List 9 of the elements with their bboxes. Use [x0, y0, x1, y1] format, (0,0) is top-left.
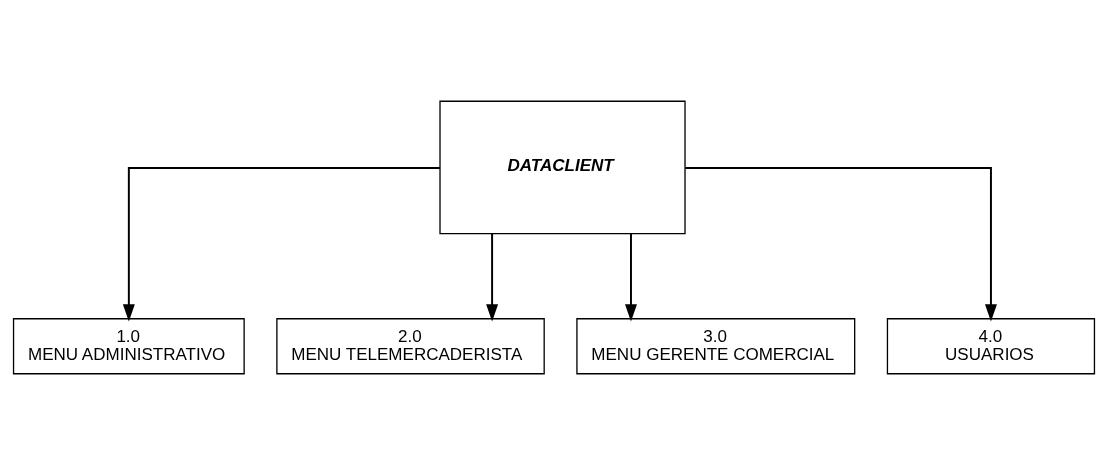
arrow	[625, 232, 637, 321]
arrow	[486, 232, 499, 321]
node-box: DATACLIENT	[439, 100, 686, 234]
node-box: 3.0 MENU GERENTE COMERCIAL	[576, 317, 856, 374]
node-box: 2.0 MENU TELEMERCADERISTA	[276, 317, 545, 374]
arrow	[122, 166, 441, 321]
arrow	[684, 166, 997, 321]
node-box: 1.0 MENU ADMINISTRATIVO	[12, 317, 245, 374]
node-box: 4.0 USUARIOS	[886, 317, 1096, 374]
